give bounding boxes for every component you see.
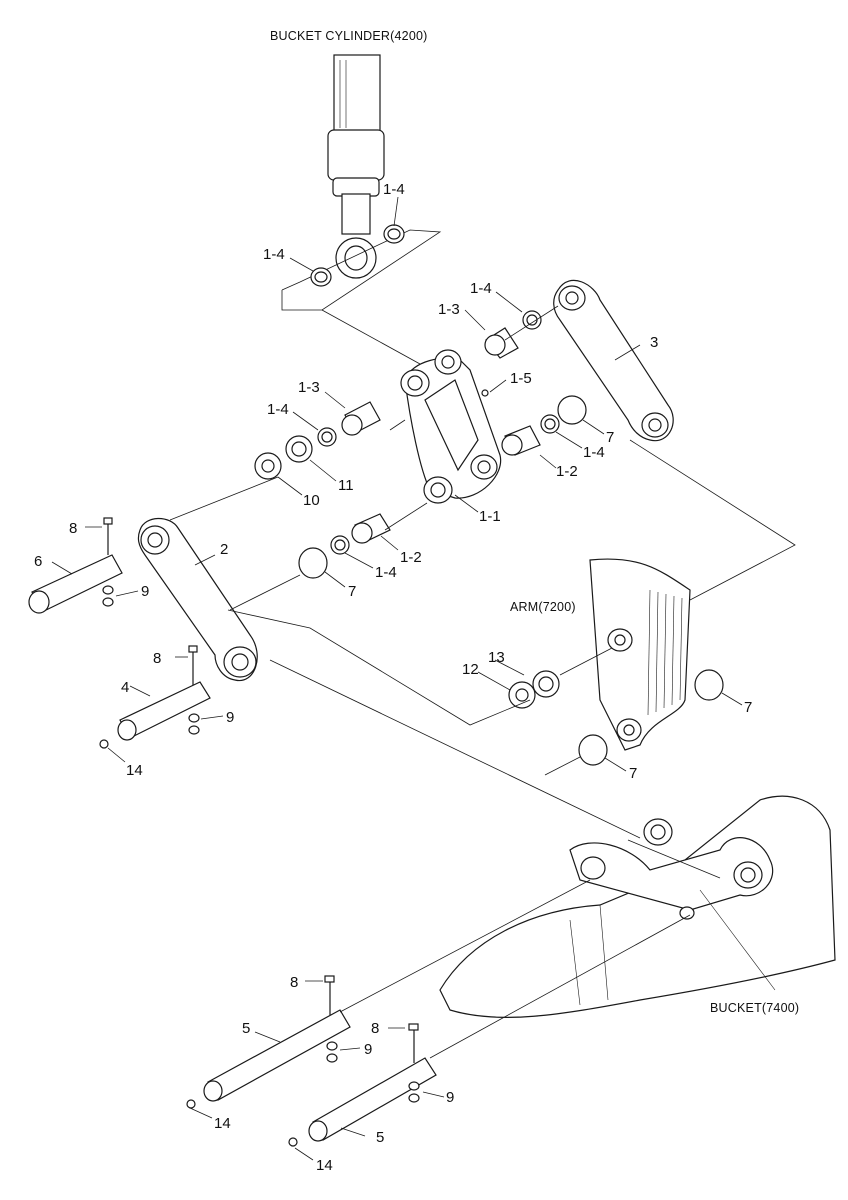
- bucket: [439, 795, 836, 1019]
- label-8-b: 8: [153, 650, 161, 667]
- label-9-c: 9: [364, 1041, 372, 1058]
- label-7-c: 7: [744, 699, 752, 716]
- o-ring-7-link2: [298, 547, 328, 579]
- label-9-d: 9: [446, 1089, 454, 1106]
- label-11: 11: [338, 477, 354, 494]
- washer-12: [508, 681, 536, 709]
- seal-1-4-upper-right: [522, 310, 542, 330]
- label-8-d: 8: [371, 1020, 379, 1037]
- label-14-c: 14: [316, 1157, 333, 1174]
- link-1-1: [400, 349, 502, 504]
- label-7-d: 7: [629, 765, 637, 782]
- bushing-1-3-lower: [341, 401, 381, 436]
- label-1-4-a: 1-4: [383, 181, 405, 198]
- pin-5-lower: [288, 1023, 437, 1147]
- arm-caption: ARM(7200): [510, 600, 576, 614]
- label-1-2-b: 1-2: [400, 549, 422, 566]
- label-2: 2: [220, 541, 228, 558]
- label-1-4-e: 1-4: [583, 444, 605, 461]
- label-8-a: 8: [69, 520, 77, 537]
- label-14-b: 14: [214, 1115, 231, 1132]
- o-ring-7-arm: [694, 669, 724, 701]
- label-leaders: [51, 196, 743, 1161]
- shim-13: [532, 670, 560, 698]
- pin-5-upper: [186, 975, 351, 1109]
- label-1-4-b: 1-4: [263, 246, 285, 263]
- label-5-b: 5: [376, 1129, 384, 1146]
- label-7-a: 7: [606, 429, 614, 446]
- seal-1-4-cylinder-b: [383, 224, 405, 244]
- arm: [589, 558, 691, 751]
- seal-1-4-lower: [330, 535, 350, 555]
- bushing-1-2-lower: [351, 513, 391, 544]
- label-12: 12: [462, 661, 479, 678]
- bucket-caption: BUCKET(7400): [710, 1001, 799, 1015]
- label-13: 13: [488, 649, 505, 666]
- assembly-lines: [169, 305, 796, 1059]
- bushing-1-2-right: [501, 425, 541, 456]
- bushing-1-3-upper: [484, 327, 519, 359]
- seal-1-4-left: [317, 427, 337, 447]
- bucket-cylinder: [327, 54, 385, 279]
- shim-11: [285, 435, 313, 463]
- washer-10: [254, 452, 282, 480]
- label-1-5: 1-5: [510, 370, 532, 387]
- bucket-cylinder-caption: BUCKET CYLINDER(4200): [270, 29, 428, 43]
- label-1-4-f: 1-4: [375, 564, 397, 581]
- o-ring-7-link: [557, 395, 587, 425]
- label-10: 10: [303, 492, 320, 509]
- label-7-b: 7: [348, 583, 356, 600]
- label-1-3-a: 1-3: [438, 301, 460, 318]
- label-9-a: 9: [141, 583, 149, 600]
- o-ring-7-lower: [578, 734, 608, 766]
- link-2: [137, 517, 258, 682]
- label-9-b: 9: [226, 709, 234, 726]
- seal-1-4-cylinder-a: [310, 267, 332, 287]
- label-1-3-b: 1-3: [298, 379, 320, 396]
- label-5-a: 5: [242, 1020, 250, 1037]
- seal-1-4-right: [540, 414, 560, 434]
- label-1-2-a: 1-2: [556, 463, 578, 480]
- label-4: 4: [121, 679, 129, 696]
- label-14-a: 14: [126, 762, 143, 779]
- label-6: 6: [34, 553, 42, 570]
- link-3: [553, 279, 674, 442]
- pin-6: [28, 517, 123, 614]
- pin-4: [99, 645, 211, 749]
- label-3: 3: [650, 334, 658, 351]
- label-8-c: 8: [290, 974, 298, 991]
- label-1-1: 1-1: [479, 508, 501, 525]
- label-1-4-c: 1-4: [470, 280, 492, 297]
- label-1-4-d: 1-4: [267, 401, 289, 418]
